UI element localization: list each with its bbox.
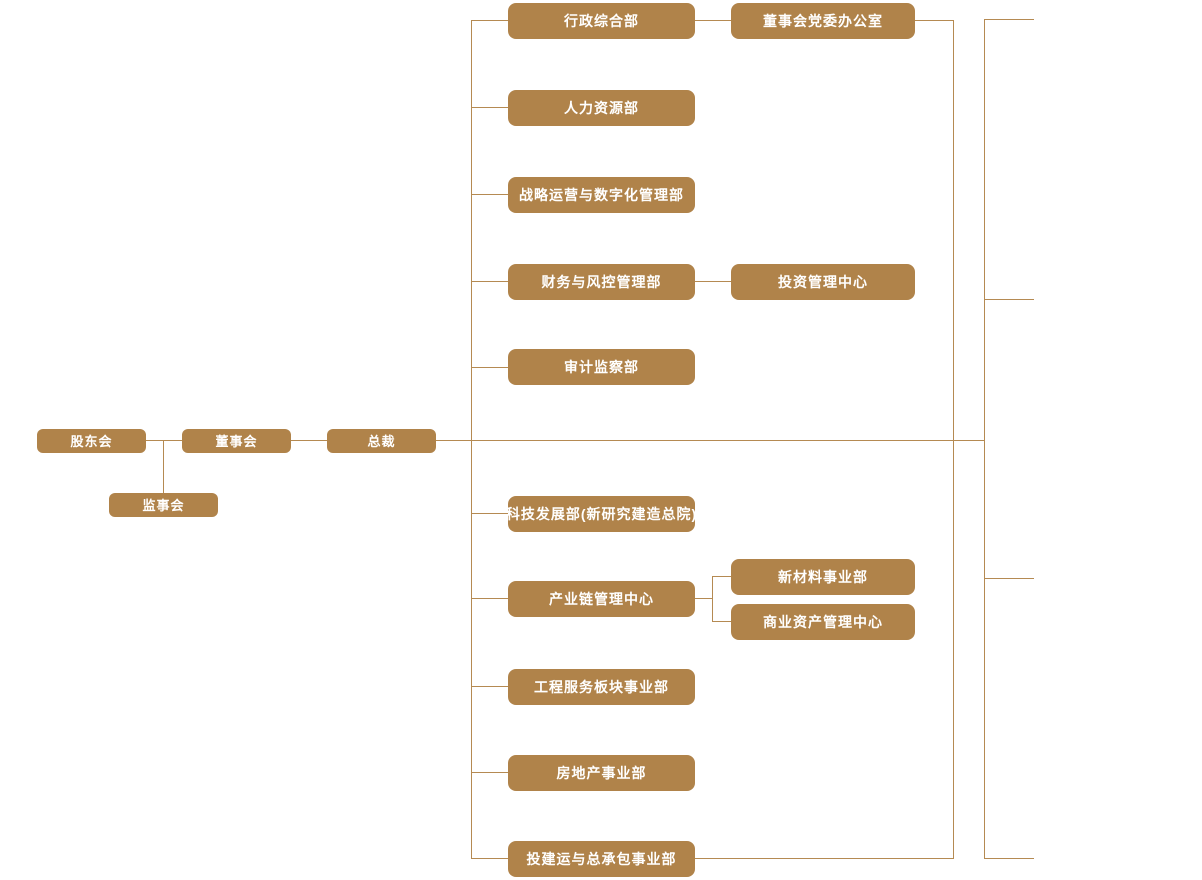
connector-subunit-bracket (712, 576, 713, 622)
connector-finance-investment-center (695, 281, 731, 282)
connector-bracket-commercial-assets (712, 621, 731, 622)
org-node-commercial-assets-center: 商业资产管理中心 (731, 604, 915, 640)
org-node-supervisory-board: 监事会 (109, 493, 218, 517)
connector-admin-party-office (695, 20, 731, 21)
org-node-industry-chain-center: 产业链管理中心 (508, 581, 695, 617)
connector-dept-stub-real-estate (471, 772, 508, 773)
connector-dept-stub-tech (471, 513, 508, 514)
connector-dept-stub-finance (471, 281, 508, 282)
org-node-real-estate-bu: 房地产事业部 (508, 755, 695, 791)
connector-bracket-new-materials (712, 576, 731, 577)
connector-dept-spine (471, 20, 472, 859)
org-node-investment-center: 投资管理中心 (731, 264, 915, 300)
connector-shareholders-board (146, 440, 182, 441)
org-node-board-party-office: 董事会党委办公室 (731, 3, 915, 39)
org-node-engineering-services-bu: 工程服务板块事业部 (508, 669, 695, 705)
connector-right-spine-inner (953, 20, 954, 859)
org-node-new-materials-bu: 新材料事业部 (731, 559, 915, 595)
org-node-shareholders-meeting: 股东会 (37, 429, 146, 453)
connector-dept-stub-industry-chain (471, 598, 508, 599)
connector-industry-chain-bracket (695, 598, 712, 599)
org-node-investment-construction-epc-bu: 投建运与总承包事业部 (508, 841, 695, 877)
org-node-tech-development-dept: 科技发展部(新研究建造总院) (506, 496, 696, 532)
org-node-audit-supervision-dept: 审计监察部 (508, 349, 695, 385)
org-node-strategy-digital-dept: 战略运营与数字化管理部 (508, 177, 695, 213)
connector-right-spine-outer (984, 19, 985, 859)
org-node-board-of-directors: 董事会 (182, 429, 291, 453)
org-node-hr-dept: 人力资源部 (508, 90, 695, 126)
org-node-president: 总裁 (327, 429, 436, 453)
connector-right-stub-top (984, 19, 1034, 20)
connector-epc-right-spine (695, 858, 953, 859)
connector-president-trunk (436, 440, 984, 441)
connector-dept-stub-admin (471, 20, 508, 21)
connector-dept-stub-hr (471, 107, 508, 108)
connector-right-stub-bottom (984, 858, 1034, 859)
org-node-admin-general-dept: 行政综合部 (508, 3, 695, 39)
connector-dept-stub-strategy (471, 194, 508, 195)
connector-dept-stub-engineering (471, 686, 508, 687)
connector-supervisory-drop (163, 440, 164, 493)
connector-dept-stub-audit (471, 367, 508, 368)
connector-right-stub-upper (984, 299, 1034, 300)
connector-dept-stub-epc (471, 858, 508, 859)
connector-right-stub-lower (984, 578, 1034, 579)
connector-party-office-right-spine (915, 20, 953, 21)
org-node-finance-risk-dept: 财务与风控管理部 (508, 264, 695, 300)
connector-board-president (291, 440, 327, 441)
